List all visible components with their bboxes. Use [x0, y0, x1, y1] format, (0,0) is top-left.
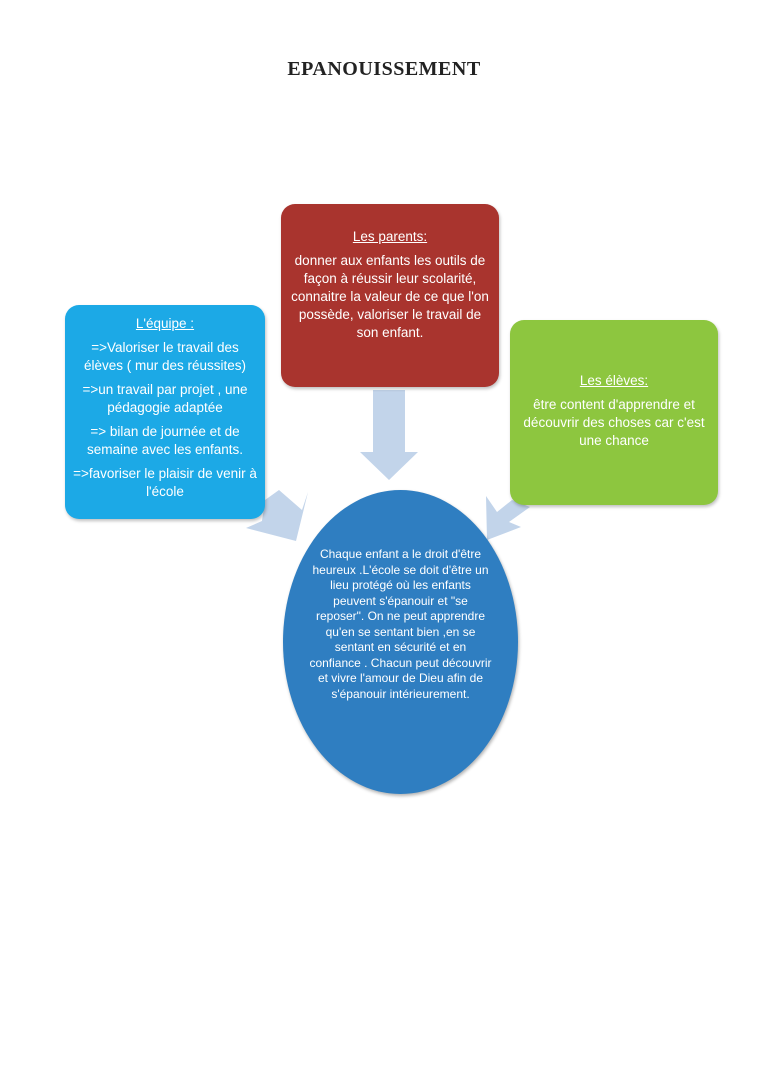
arrow-team-to-center	[246, 490, 308, 541]
node-students: Les élèves: être content d'apprendre et …	[510, 320, 718, 505]
students-heading: Les élèves:	[579, 373, 649, 388]
team-heading: L'équipe :	[135, 316, 195, 331]
parents-text: donner aux enfants les outils de façon à…	[291, 253, 489, 340]
team-item: => bilan de journée et de semaine avec l…	[86, 424, 244, 457]
page-title: EPANOUISSEMENT	[287, 58, 481, 80]
team-item: =>Valoriser le travail des élèves ( mur …	[83, 340, 247, 373]
team-item: =>un travail par projet , une pédagogie …	[82, 382, 248, 415]
node-team: L'équipe : =>Valoriser le travail des él…	[65, 305, 265, 519]
arrow-students-to-center	[486, 496, 530, 540]
parents-heading: Les parents:	[352, 229, 428, 244]
node-parents: Les parents: donner aux enfants les outi…	[281, 204, 499, 387]
node-center	[283, 490, 518, 794]
students-text: être content d'apprendre et découvrir de…	[523, 397, 705, 448]
team-item: =>favoriser le plaisir de venir à l'écol…	[73, 466, 257, 499]
arrow-parents-to-center	[360, 390, 418, 480]
center-text: Chaque enfant a le droit d'être heureux …	[309, 547, 492, 701]
